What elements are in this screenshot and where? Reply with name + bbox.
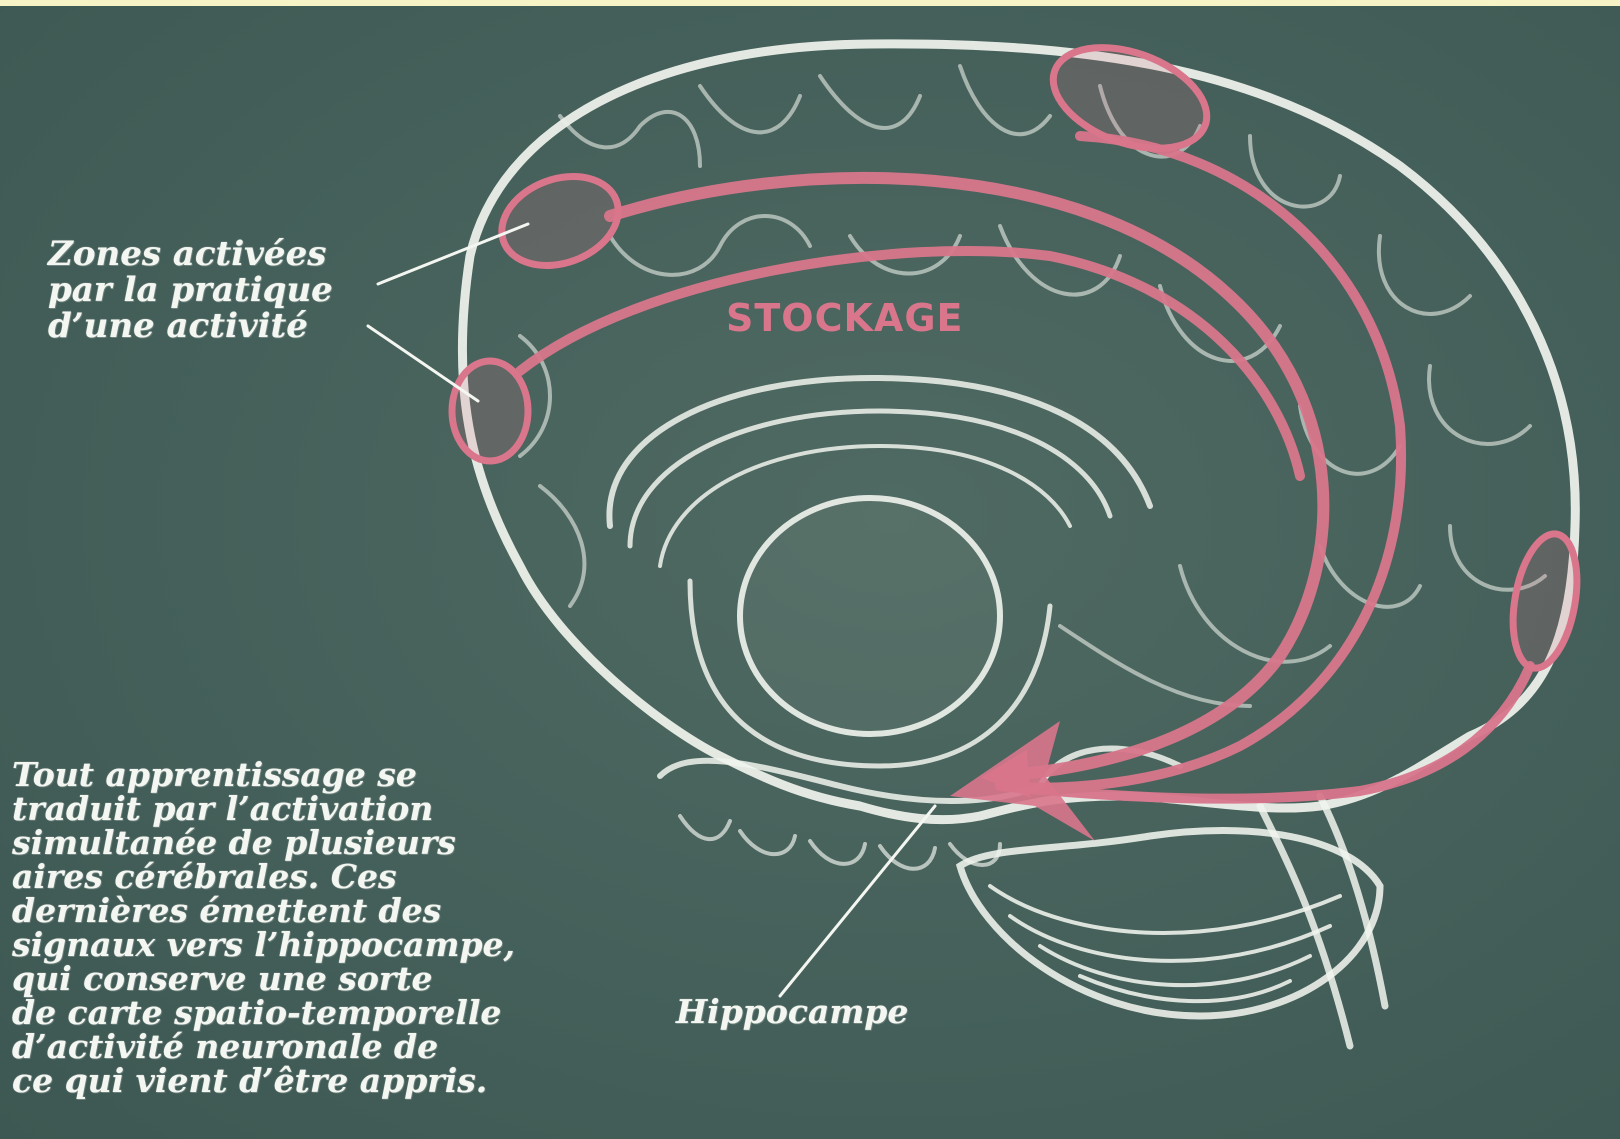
leader-line-zone-upper: [378, 224, 528, 284]
leader-line-hippocampe: [780, 806, 935, 996]
stockage-label: STOCKAGE: [726, 296, 963, 340]
signal-arrow-parietal: [1000, 136, 1401, 788]
temporal-ridges: [680, 816, 1000, 869]
activated-zone-occipital: [1504, 529, 1587, 673]
signal-arrow-lower: [520, 251, 1300, 476]
hippocampe-label: Hippocampe: [676, 994, 908, 1030]
chalkboard: Zones activées par la pratique d’une act…: [0, 6, 1620, 1139]
explanation-text: Tout apprentissage se traduit par l’acti…: [12, 758, 532, 1098]
hippocampus-arrowhead: [950, 721, 1095, 841]
activated-zone-frontal-lower: [452, 361, 528, 461]
zones-activated-label: Zones activées par la pratique d’une act…: [48, 236, 378, 344]
thalamus: [740, 498, 1000, 734]
cerebellum: [960, 830, 1380, 1016]
activated-zones: [452, 28, 1586, 673]
